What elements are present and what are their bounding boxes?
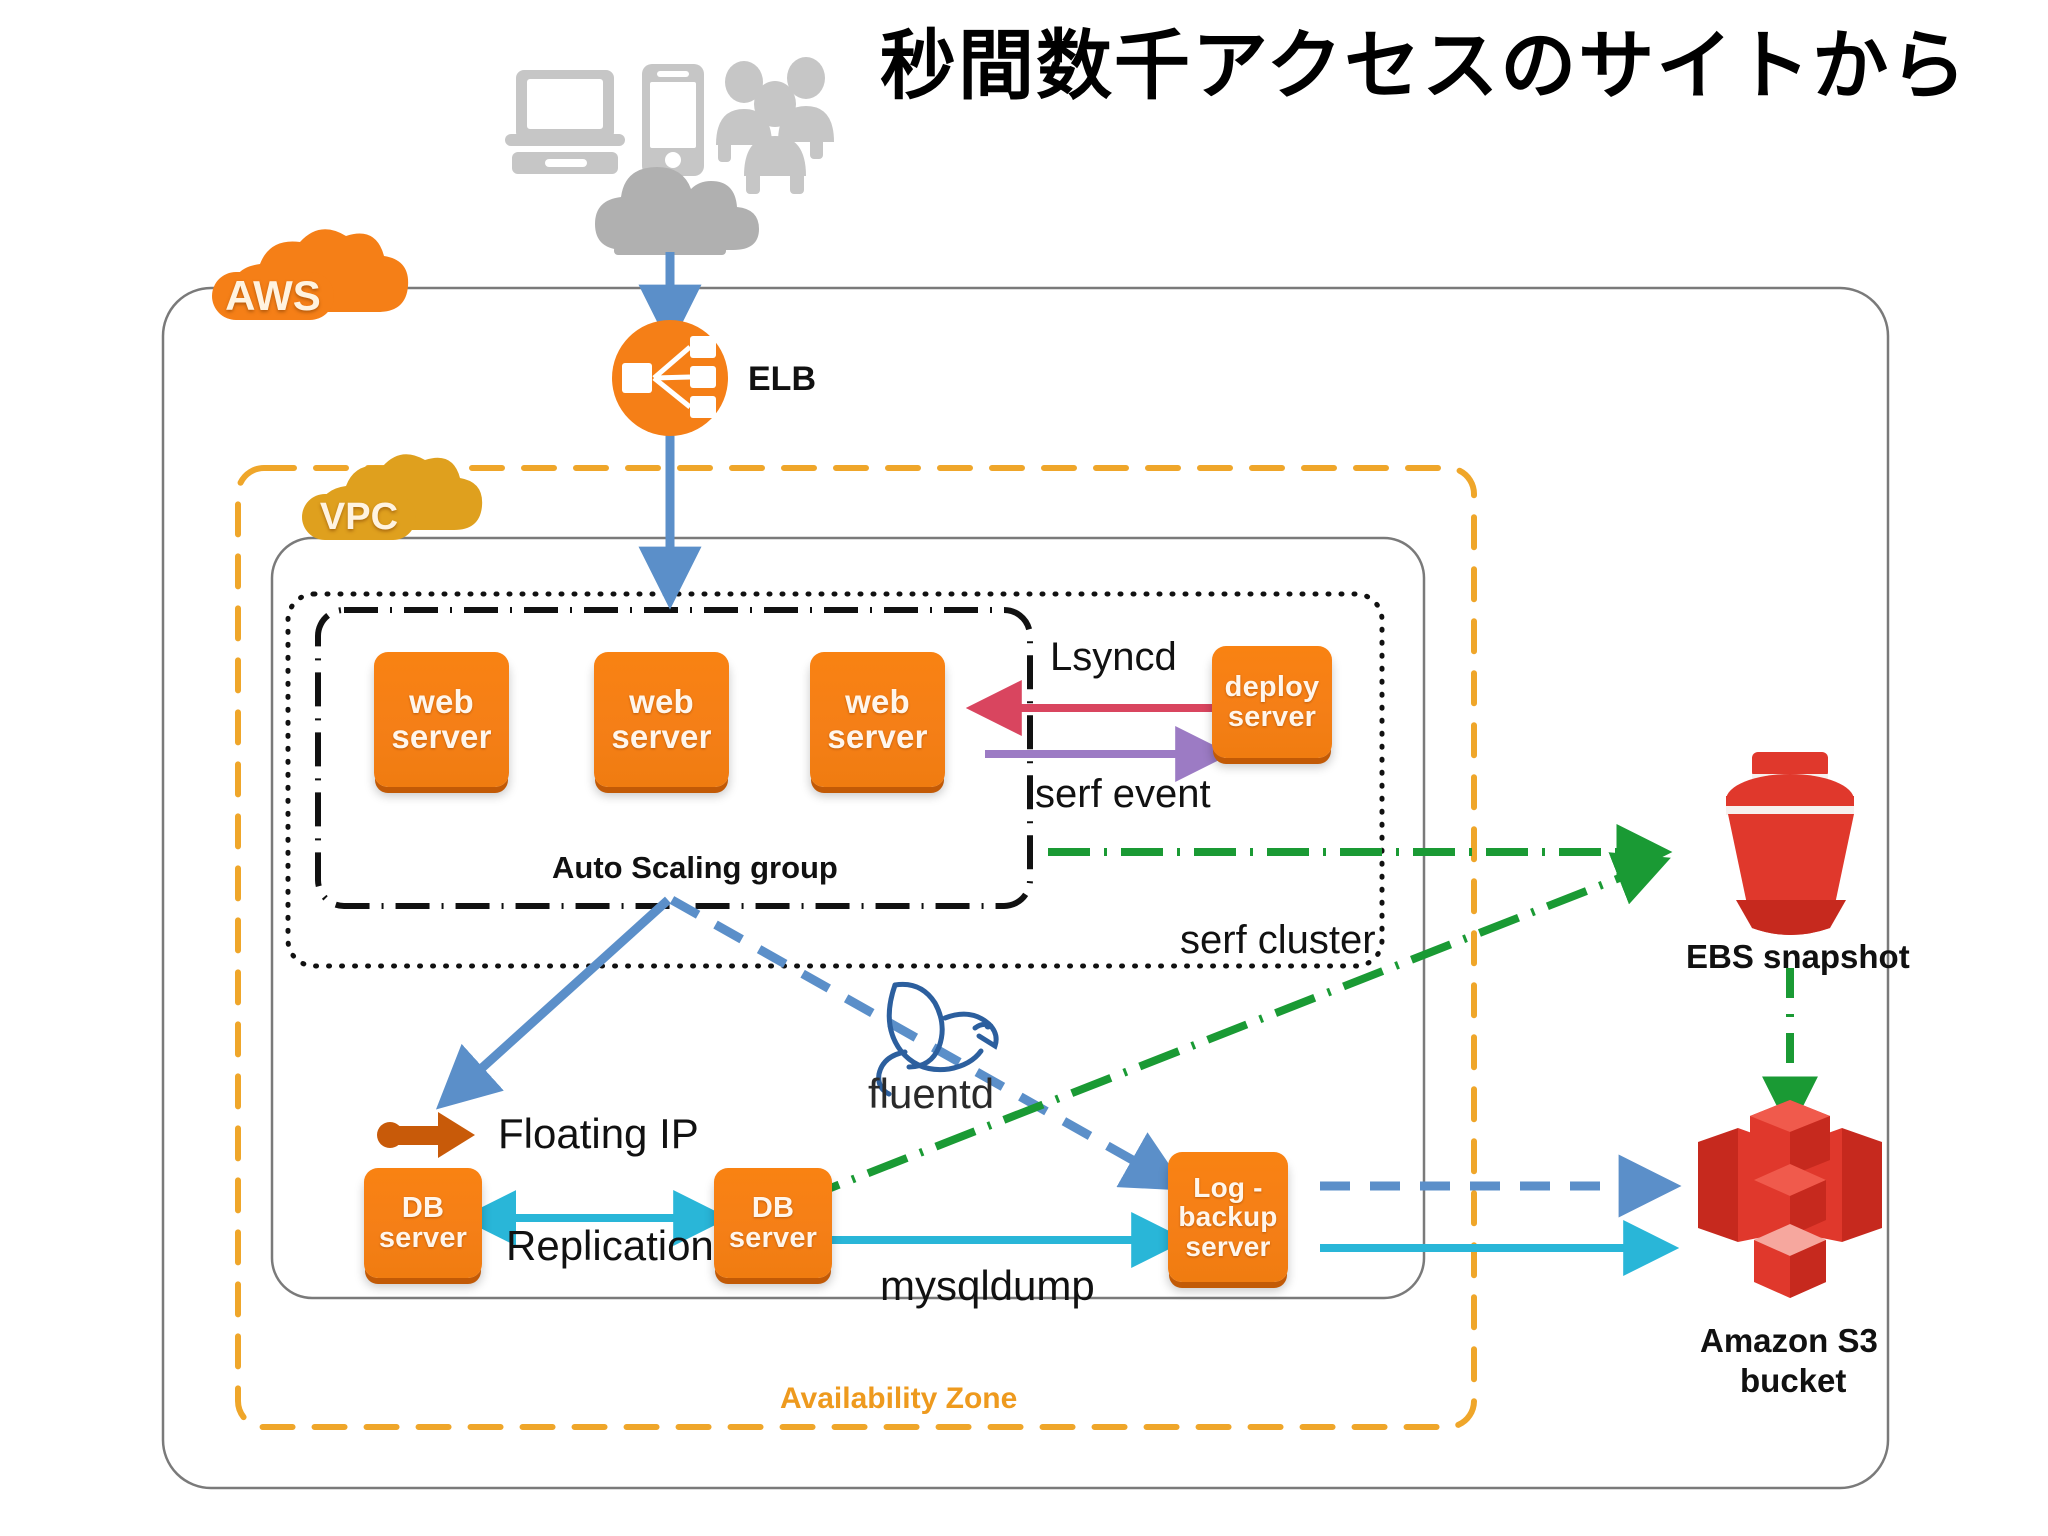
floating-ip-arrow-icon (377, 1112, 475, 1158)
elb-label: ELB (748, 360, 816, 398)
db-server-node-2[interactable]: DB server (714, 1168, 832, 1278)
db-server-label-2-line1: DB (751, 1191, 795, 1224)
db-server-label-1-line2: server (378, 1222, 468, 1254)
log-backup-server-label-line1: Log - (1193, 1171, 1263, 1203)
deploy-server-node[interactable]: deploy server (1212, 646, 1332, 758)
ebs-snapshot-label: EBS snapshot (1686, 938, 1910, 975)
log-backup-server-label-line3: server (1185, 1230, 1271, 1262)
users-group-icon (716, 57, 834, 194)
replication-edge-label: Replication (506, 1222, 714, 1269)
web-server-label-3-line1: web (845, 682, 910, 720)
ebs-snapshot-icon (1726, 752, 1854, 935)
web-server-label-1-line2: server (391, 717, 492, 755)
deploy-server-label-line1: deploy (1224, 670, 1320, 703)
edge-asg-to-log-backup (669, 896, 1187, 1191)
web-server-label-2-line1: web (629, 682, 694, 720)
db-server-label-2-line2: server (728, 1222, 818, 1254)
lsyncd-edge-label: Lsyncd (1050, 635, 1177, 679)
db-server-label-1-line1: DB (401, 1191, 445, 1224)
internet-cloud-icon (595, 167, 759, 255)
web-server-label-1-line1: web (409, 682, 474, 720)
s3-bucket-icon (1698, 1100, 1882, 1298)
elb-icon (612, 320, 728, 436)
mobile-phone-icon (642, 64, 704, 176)
log-backup-server-node[interactable]: Log - backup server (1168, 1152, 1288, 1282)
web-server-label-3-line2: server (827, 717, 928, 755)
vpc-boundary-label: VPC (319, 495, 399, 538)
edge-asg-to-floating-ip (435, 896, 672, 1110)
s3-bucket-label-line1: Amazon S3 (1700, 1322, 1878, 1359)
auto-scaling-group-label: Auto Scaling group (552, 850, 838, 885)
mysqldump-edge-label: mysqldump (880, 1262, 1095, 1309)
web-server-label-2-line2: server (611, 717, 712, 755)
fluentd-label: fluentd (868, 1070, 995, 1117)
aws-boundary-label: AWS (225, 272, 321, 319)
floating-ip-label: Floating IP (498, 1110, 699, 1157)
deploy-server-label-line2: server (1227, 701, 1317, 733)
edge-db-to-ebs (798, 852, 1671, 1204)
serf-event-edge-label: serf event (1035, 772, 1211, 816)
serf-cluster-label: serf cluster (1180, 918, 1376, 962)
log-backup-server-label-line2: backup (1178, 1201, 1278, 1233)
page-title: 秒間数千アクセスのサイトから (880, 21, 1969, 110)
db-server-node-1[interactable]: DB server (364, 1168, 482, 1278)
availability-zone-label: Availability Zone (780, 1382, 1018, 1415)
web-server-node-2[interactable]: web server (594, 652, 729, 787)
s3-bucket-label-line2: bucket (1740, 1362, 1847, 1399)
desktop-computer-icon (505, 70, 625, 174)
web-server-node-3[interactable]: web server (810, 652, 945, 787)
web-server-node-1[interactable]: web server (374, 652, 509, 787)
